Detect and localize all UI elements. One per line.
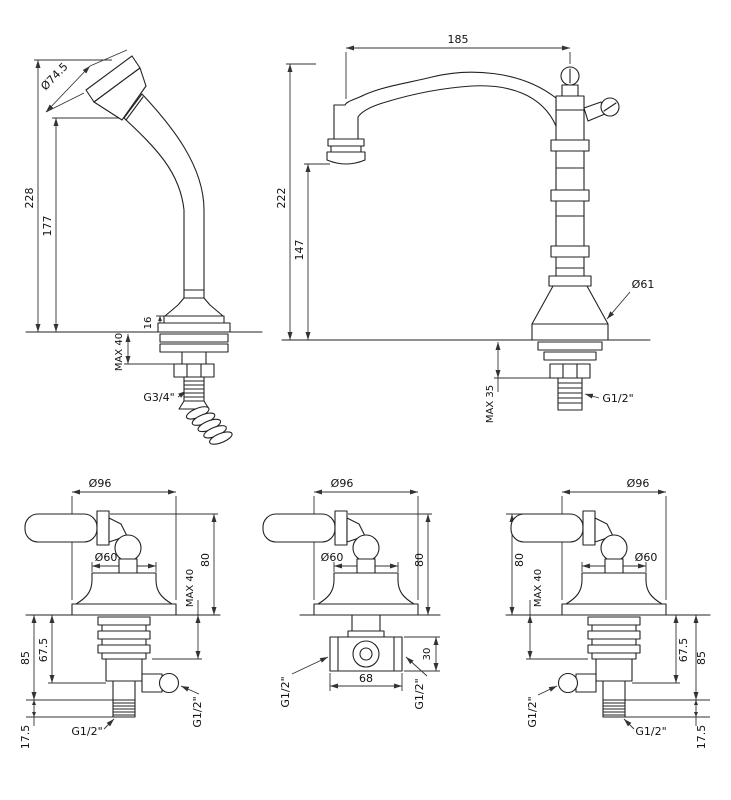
dim-depth-total: 85: [695, 651, 708, 665]
dim-depth-total: 85: [19, 651, 32, 665]
valve-left-labels: Ø96 Ø60 80 MAX 40 67.5 85 17.5 G1/2" G1/…: [19, 477, 212, 749]
escutcheon-bell: [561, 572, 667, 616]
dim-reach: 185: [448, 33, 469, 46]
spout-labels: 185 222 147 Ø61 MAX 35 G1/2": [275, 33, 654, 423]
dim-head-diameter: Ø74.5: [38, 60, 70, 93]
lever-grip: [510, 513, 584, 543]
spout-outlet-tip: [326, 151, 366, 165]
lever-grip: [262, 513, 336, 543]
shower-head-cup: [93, 67, 147, 121]
escutcheon-bell: [313, 572, 419, 616]
dim-escutcheon-diameter: Ø60: [95, 551, 118, 564]
left-thread-label: G1/2": [279, 676, 292, 707]
dim-escutcheon-diameter: Ø60: [635, 551, 658, 564]
spout-base-disc: [531, 323, 609, 341]
dim-base-diameter: Ø61: [632, 278, 655, 291]
escutcheon-bell: [71, 572, 177, 616]
side-outlet-cap: [557, 672, 579, 694]
spout-arm: [333, 71, 557, 140]
figure-valve-center: Ø96 Ø60 80 30 68 G1/2" G1/2": [262, 477, 441, 710]
thread-label: G1/2": [602, 392, 633, 405]
shower-handle: [123, 93, 205, 299]
valve-right-labels: Ø96 Ø60 80 MAX 40 67.5 85 17.5 G1/2" G1/…: [513, 477, 708, 749]
valve-center-drawing: [262, 510, 419, 672]
dim-total-height: 222: [275, 188, 288, 209]
dim-deck-max: MAX 40: [185, 569, 196, 607]
dim-deck-max: MAX 40: [533, 569, 544, 607]
lever-grip: [24, 513, 98, 543]
dim-handle-height: 80: [199, 553, 212, 567]
side-thread-label: G1/2": [526, 696, 539, 727]
mounting-nut: [173, 363, 215, 378]
spout-base-cone: [531, 285, 609, 325]
handle-trumpet-base: [164, 297, 224, 317]
dim-outlet-height: 147: [293, 240, 306, 261]
valve-center-labels: Ø96 Ø60 80 30 68 G1/2" G1/2": [279, 477, 433, 710]
right-thread-label: G1/2": [413, 678, 426, 709]
side-outlet-cap: [158, 672, 180, 694]
dim-handle-diameter: Ø96: [331, 477, 354, 490]
figure-hand-shower: Ø74.5 228 177 16 MAX 40 G3/4": [23, 49, 263, 445]
dim-handle-diameter: Ø96: [89, 477, 112, 490]
lever-ball-joint: [600, 534, 628, 562]
thread-label: G3/4": [143, 391, 174, 404]
dim-port-spacing: 68: [359, 672, 373, 685]
dim-total-height: 228: [23, 188, 36, 209]
figure-spout: 185 222 147 Ø61 MAX 35 G1/2": [275, 33, 654, 423]
bottom-tail: [112, 680, 136, 718]
dim-tail-length: 17.5: [695, 725, 708, 750]
dim-escutcheon-diameter: Ø60: [321, 551, 344, 564]
front-port: [352, 640, 380, 668]
dim-deck-max: MAX 35: [485, 385, 496, 423]
spout-drawing: [326, 66, 620, 411]
valve-barrel: [329, 636, 403, 672]
dim-depth-to-outlet: 67.5: [677, 638, 690, 663]
dim-body-height: 30: [422, 648, 433, 661]
lever-ball-joint: [352, 534, 380, 562]
dim-flange-height: 16: [143, 317, 154, 330]
dim-tail-length: 17.5: [19, 725, 32, 750]
valve-left-drawing: [24, 510, 180, 718]
dim-grip-height: 177: [41, 216, 54, 237]
hand-shower-drawing: [85, 55, 233, 445]
base-flange: [157, 322, 231, 333]
figure-valve-right: Ø96 Ø60 80 MAX 40 67.5 85 17.5 G1/2" G1/…: [505, 477, 711, 749]
valve-body: [105, 658, 143, 682]
valve-body: [595, 658, 633, 682]
spout-mounting-nut: [549, 363, 591, 379]
bottom-tail: [602, 680, 626, 718]
dim-handle-diameter: Ø96: [627, 477, 650, 490]
flexible-hose-coil: [185, 406, 233, 445]
lever-ball-joint: [114, 534, 142, 562]
dim-deck-max: MAX 40: [114, 333, 125, 371]
dim-handle-height: 80: [413, 553, 426, 567]
spout-dimension-lines: [281, 45, 651, 399]
bottom-thread-label: G1/2": [635, 725, 666, 738]
bottom-thread-label: G1/2": [71, 725, 102, 738]
side-thread-label: G1/2": [191, 696, 204, 727]
valve-right-drawing: [510, 510, 667, 718]
figure-valve-left: Ø96 Ø60 80 MAX 40 67.5 85 17.5 G1/2" G1/…: [19, 477, 221, 749]
dim-depth-to-outlet: 67.5: [37, 638, 50, 663]
dim-handle-height: 80: [513, 553, 526, 567]
